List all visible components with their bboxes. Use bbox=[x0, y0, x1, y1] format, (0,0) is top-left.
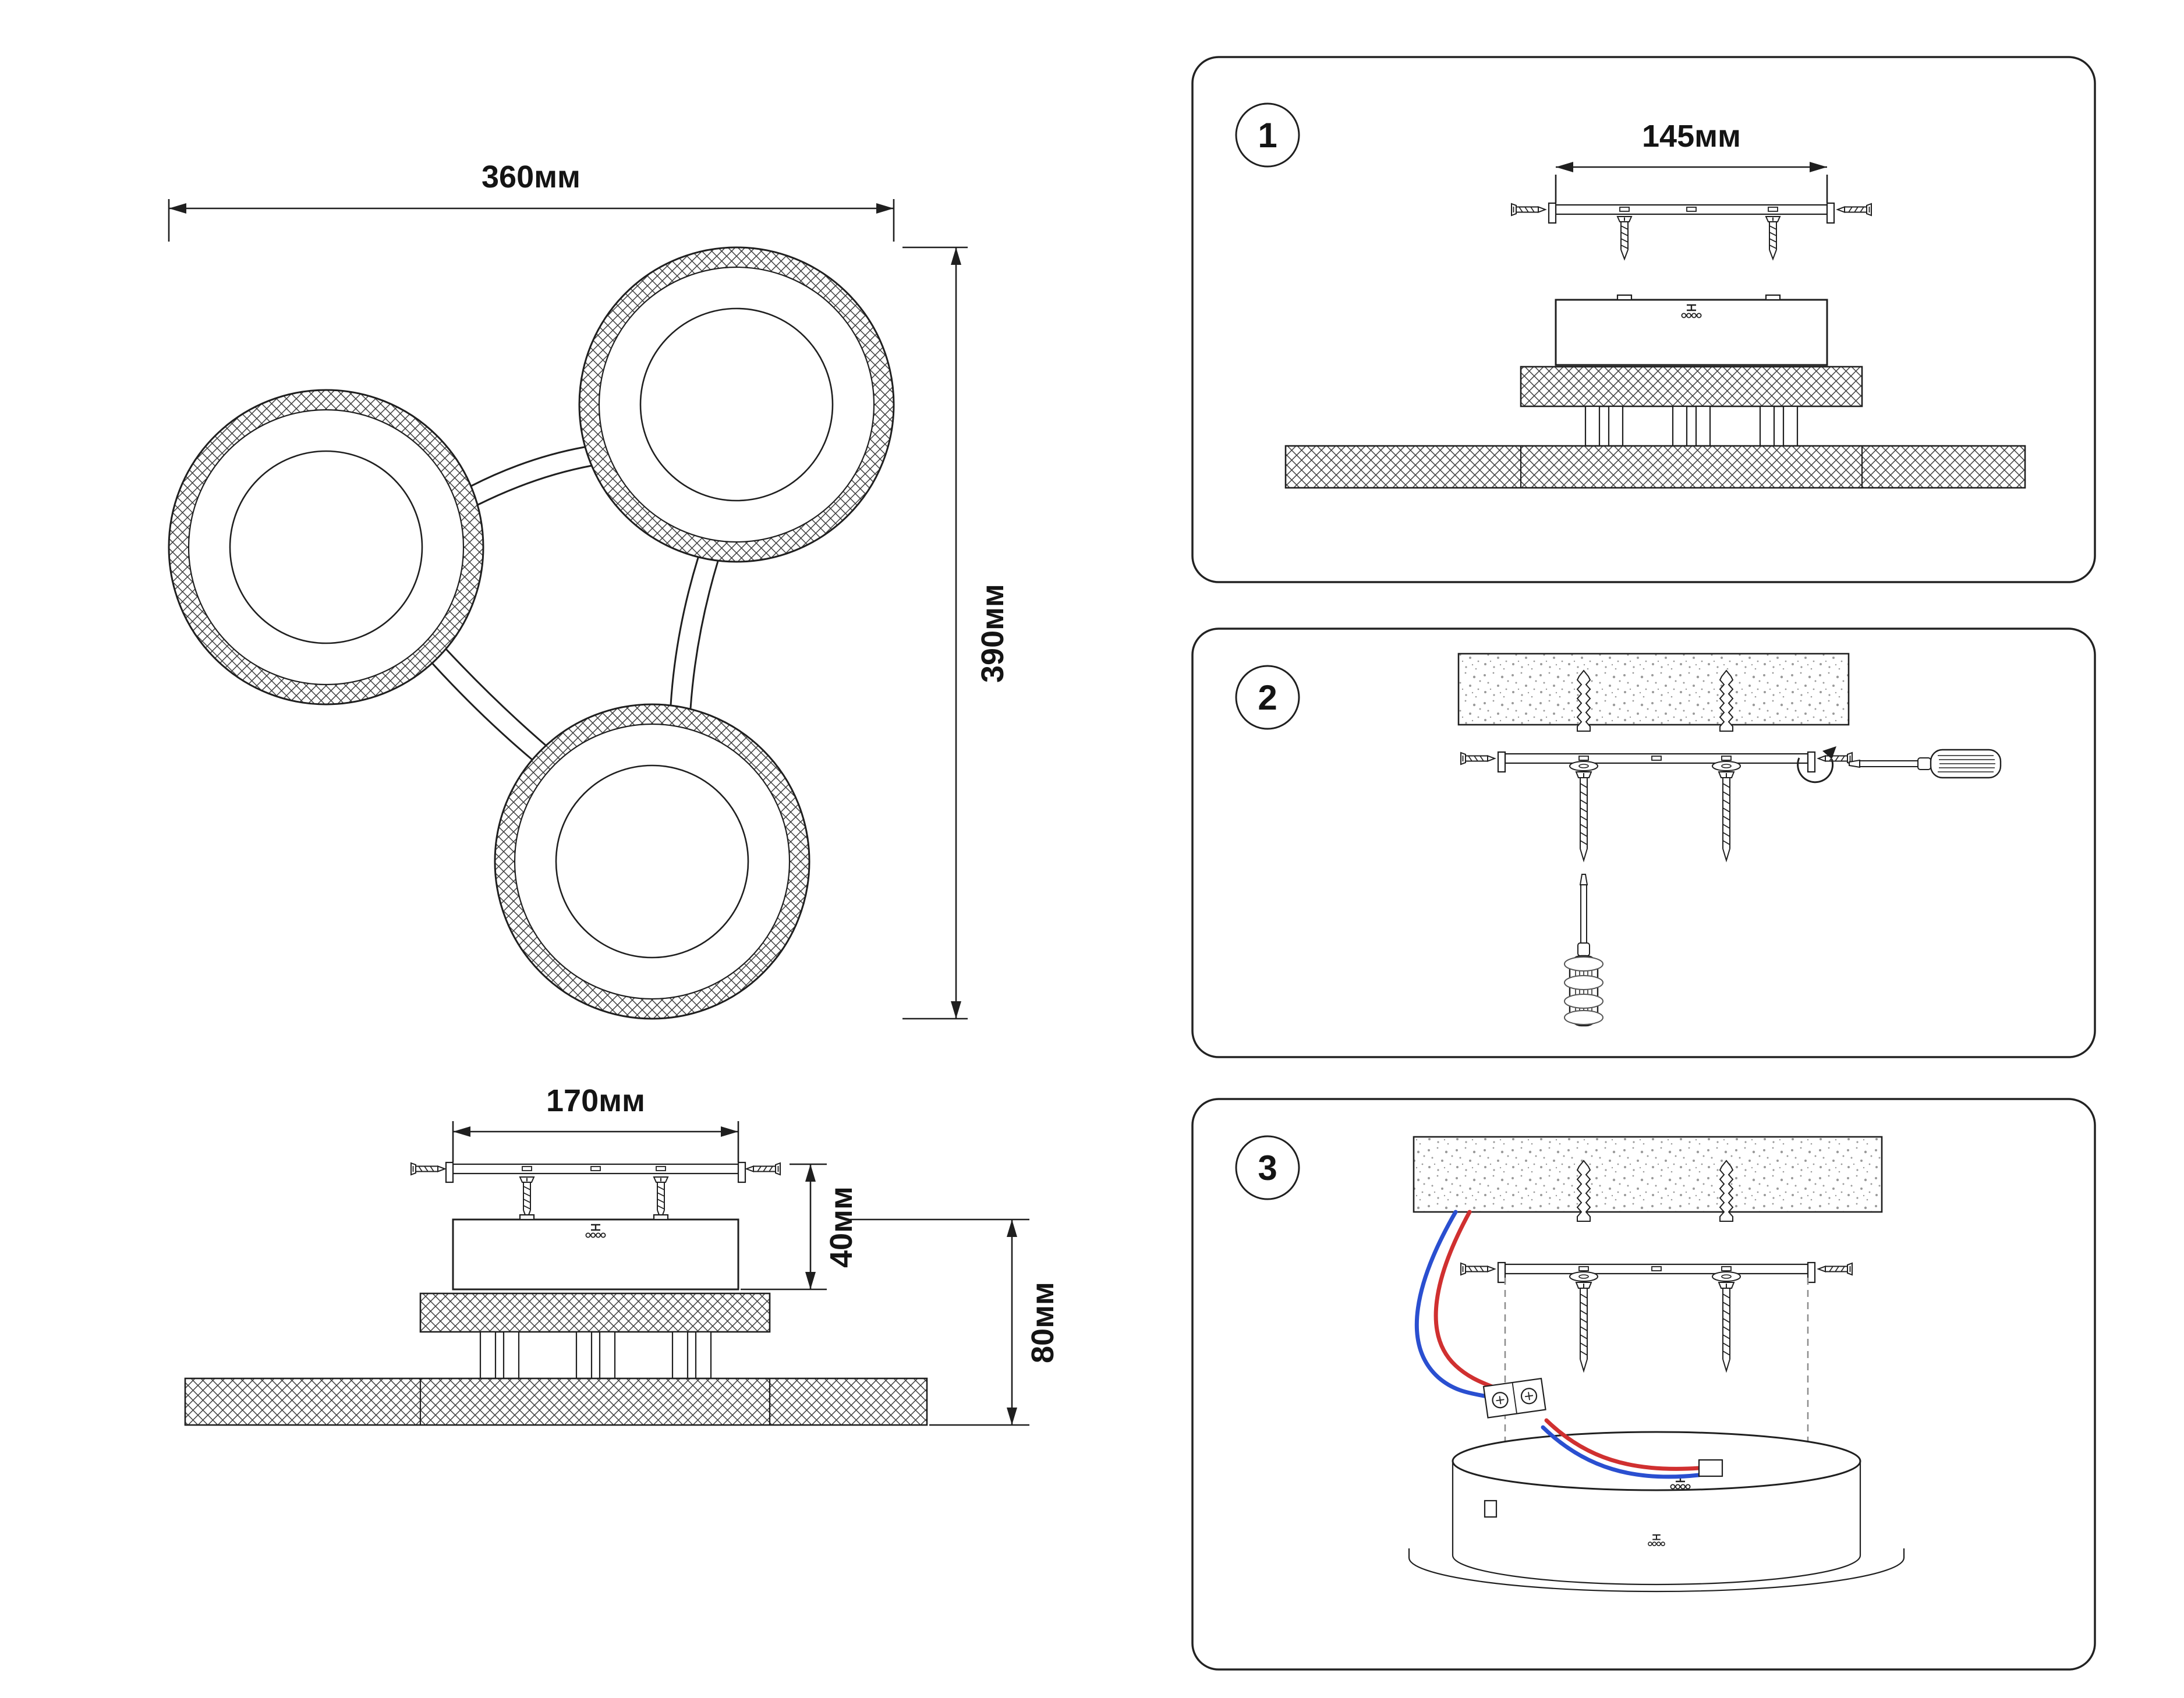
wire-connector bbox=[1698, 1459, 1723, 1477]
base-clip bbox=[1484, 1500, 1498, 1518]
step-1-badge: 1 bbox=[1235, 102, 1300, 168]
band-seams bbox=[419, 1378, 771, 1425]
wire-red bbox=[1544, 1418, 1701, 1471]
step-1-panel: 1 145мм bbox=[1191, 56, 2096, 583]
ring-connector-arms bbox=[431, 446, 719, 761]
band-seams bbox=[1520, 446, 1863, 488]
washer bbox=[1712, 761, 1741, 771]
step-number: 2 bbox=[1258, 678, 1277, 717]
washer bbox=[1569, 761, 1598, 771]
driver-housing bbox=[1555, 294, 1828, 366]
dimension-height-390: 390мм bbox=[902, 246, 1010, 1020]
washer bbox=[1712, 1271, 1741, 1282]
support-pillars bbox=[1584, 405, 1799, 447]
crystal-band-middle bbox=[419, 1292, 771, 1333]
side-view-drawing: 170мм bbox=[184, 1083, 1060, 1426]
lamp-base bbox=[1408, 1431, 1905, 1593]
step-3-panel: 3 bbox=[1191, 1098, 2096, 1671]
dimension-width-170: 170мм bbox=[452, 1083, 739, 1162]
ceiling-surface bbox=[1457, 653, 1850, 726]
crystal-band-middle bbox=[1520, 366, 1863, 407]
step-2-panel: 2 bbox=[1191, 628, 2096, 1058]
mounting-bracket bbox=[1497, 751, 1816, 773]
dimension-145: 145мм bbox=[1555, 119, 1828, 203]
mounting-bracket bbox=[445, 1161, 746, 1183]
side-width-label: 170мм bbox=[546, 1083, 645, 1118]
driver-housing bbox=[452, 1214, 739, 1291]
mounting-screw bbox=[653, 1176, 668, 1220]
height-dimension-label: 390мм bbox=[975, 584, 1010, 683]
total-height-label: 80мм bbox=[1025, 1282, 1060, 1363]
wire-blue bbox=[1414, 1210, 1496, 1401]
top-view-drawing: 360мм 390мм bbox=[168, 159, 1010, 1020]
supply-wires bbox=[1414, 1210, 1701, 1479]
step-number: 1 bbox=[1258, 116, 1277, 155]
side-screw-right bbox=[746, 1162, 781, 1175]
side-screw-left bbox=[410, 1162, 445, 1175]
mounting-bracket bbox=[1497, 1261, 1816, 1284]
alignment-guides bbox=[1504, 1278, 1809, 1460]
mounting-screw bbox=[519, 1176, 535, 1220]
support-pillars bbox=[479, 1331, 712, 1380]
width-dimension-label: 360мм bbox=[482, 159, 580, 194]
dimension-width-360: 360мм bbox=[168, 159, 895, 242]
mounting-bracket bbox=[1548, 202, 1835, 224]
hole-spacing-label: 145мм bbox=[1642, 119, 1741, 154]
ceiling-surface bbox=[1413, 1136, 1883, 1213]
dimension-depth-40: 40мм bbox=[741, 1163, 859, 1291]
washer bbox=[1569, 1271, 1598, 1282]
wire-blue bbox=[1541, 1425, 1701, 1479]
wire-red bbox=[1433, 1210, 1502, 1392]
crystal-band-bottom bbox=[184, 1377, 928, 1426]
step-2-badge: 2 bbox=[1235, 665, 1300, 730]
lamp-ring-bottom bbox=[494, 703, 810, 1020]
step-3-badge: 3 bbox=[1235, 1135, 1300, 1200]
step-number: 3 bbox=[1258, 1148, 1277, 1187]
crystal-band-bottom bbox=[1284, 445, 2026, 489]
hand-holding-screwdriver bbox=[1564, 956, 1604, 1025]
lamp-ring-left bbox=[168, 389, 484, 706]
depth-dimension-label: 40мм bbox=[824, 1186, 859, 1268]
terminal-block bbox=[1482, 1377, 1546, 1419]
lamp-ring-top bbox=[578, 246, 895, 563]
dimension-height-80: 80мм bbox=[850, 1218, 1060, 1426]
